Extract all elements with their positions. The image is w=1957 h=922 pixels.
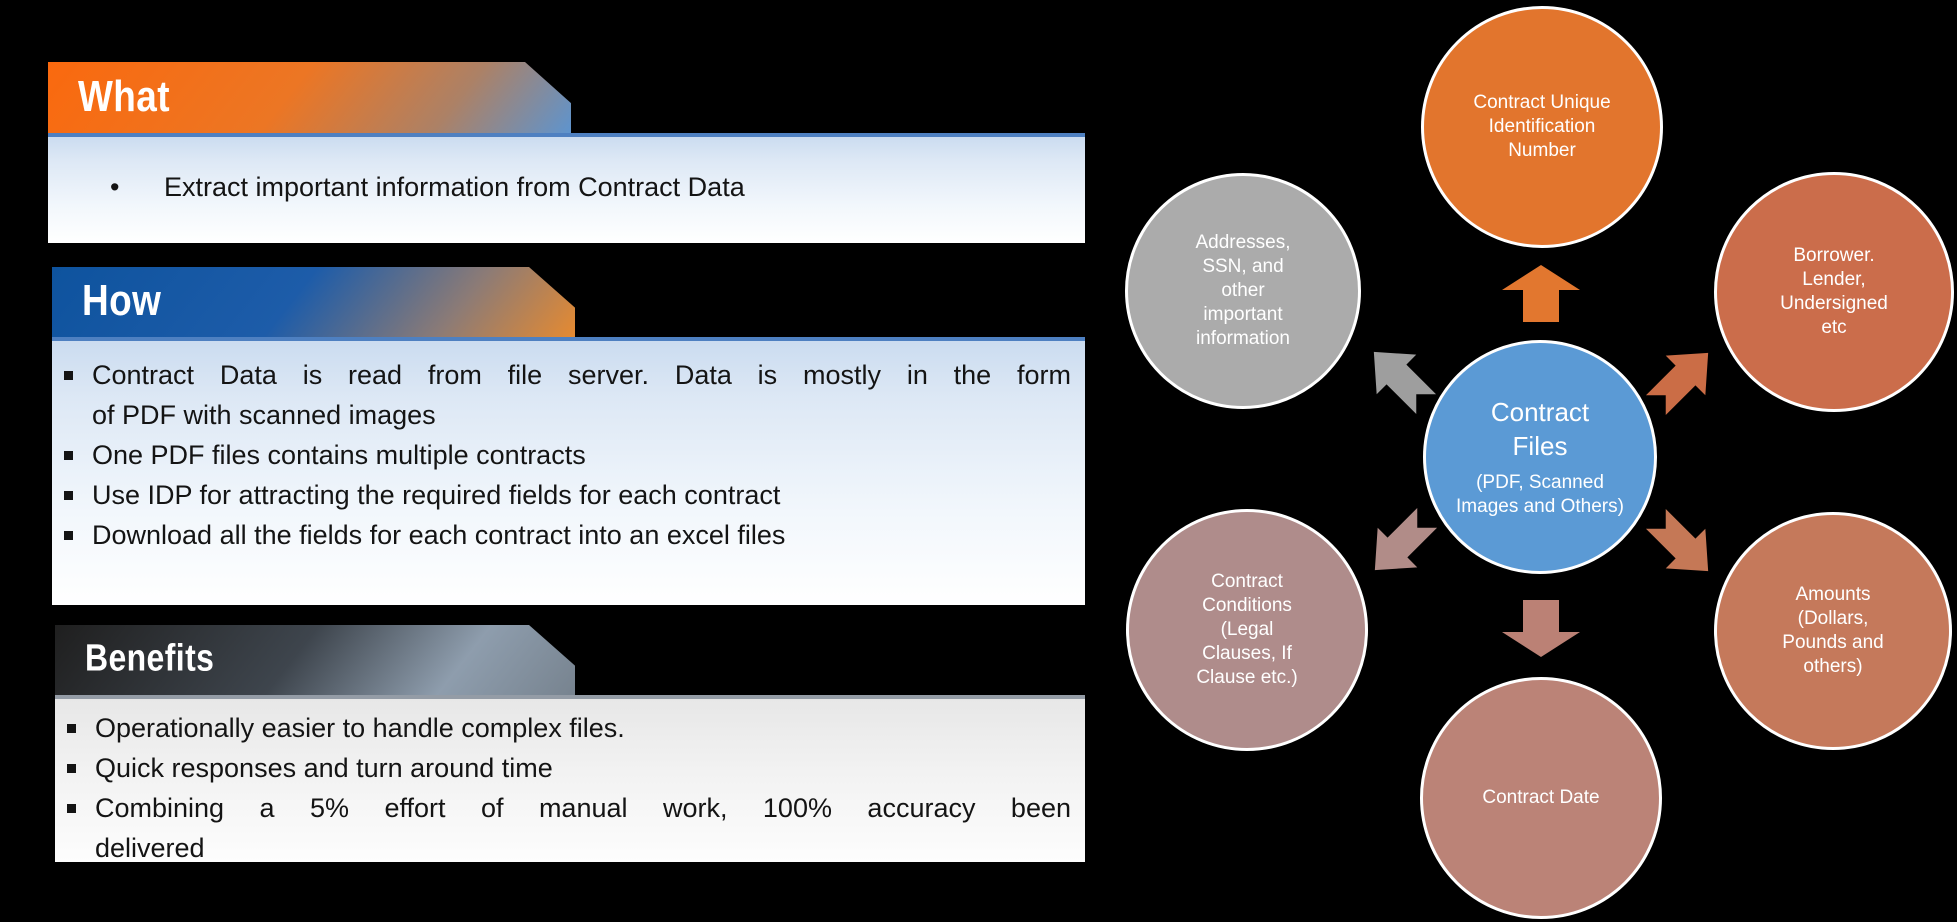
bullet-item: Quick responses and turn around time xyxy=(55,748,1085,788)
how-content-box: Contract Data is read from file server. … xyxy=(52,337,1085,605)
bullet-line: Download all the fields for each contrac… xyxy=(92,520,786,550)
bullet-line: Extract important information from Contr… xyxy=(164,172,745,202)
bullet-line: Quick responses and turn around time xyxy=(95,753,553,783)
diagram-node-amounts: Amounts (Dollars, Pounds and others) xyxy=(1714,512,1952,750)
arrow-down-icon xyxy=(1502,600,1580,657)
diagram-node-label: Amounts (Dollars, Pounds and others) xyxy=(1782,584,1884,677)
arrow-up-right-icon xyxy=(1645,352,1709,416)
diagram-hub-subtitle: (PDF, Scanned Images and Others) xyxy=(1456,472,1624,517)
diagram-node-label: Contract Conditions (Legal Clauses, If C… xyxy=(1196,571,1298,688)
benefits-section-title: Benefits xyxy=(85,637,215,680)
arrow-down-right-icon xyxy=(1645,508,1709,572)
bullet-line: One PDF files contains multiple contract… xyxy=(92,440,586,470)
what-section-title: What xyxy=(78,71,171,121)
how-section-title: How xyxy=(82,276,162,325)
bullet-item: Use IDP for attracting the required fiel… xyxy=(52,475,1085,515)
diagram-node-contract-conditions: Contract Conditions (Legal Clauses, If C… xyxy=(1126,509,1368,751)
arrow-down-left-icon xyxy=(1374,507,1438,571)
bullet-item: Combining a 5% effort of manual work, 10… xyxy=(55,788,1085,868)
what-content-box: Extract important information from Contr… xyxy=(48,133,1085,243)
arrow-up-left-icon xyxy=(1373,351,1437,415)
diagram-node-label: Contract Date xyxy=(1482,787,1600,808)
diagram-hub-title: Contract Files xyxy=(1490,397,1590,461)
benefits-section-header: Benefits xyxy=(55,625,575,695)
bullet-line: Use IDP for attracting the required fiel… xyxy=(92,480,781,510)
diagram-hub-contract-files: Contract Files (PDF, Scanned Images and … xyxy=(1423,340,1657,574)
arrow-up-icon xyxy=(1502,265,1580,322)
how-bullet-list: Contract Data is read from file server. … xyxy=(52,341,1085,555)
diagram-node-borrower-lender: Borrower. Lender, Undersigned etc xyxy=(1714,172,1954,412)
diagram-node-label: Addresses, SSN, and other important info… xyxy=(1195,232,1291,349)
what-section-header: What xyxy=(48,62,571,133)
benefits-bullet-list: Operationally easier to handle complex f… xyxy=(55,699,1085,868)
diagram-node-addresses-ssn: Addresses, SSN, and other important info… xyxy=(1125,173,1361,409)
bullet-line: Contract Data is read from file server. … xyxy=(92,360,1071,390)
bullet-item: Download all the fields for each contrac… xyxy=(52,515,1085,555)
diagram-node-label: Borrower. Lender, Undersigned etc xyxy=(1780,245,1888,338)
how-section-header: How xyxy=(52,267,575,337)
bullet-line: of PDF with scanned images xyxy=(92,400,436,430)
bullet-item: One PDF files contains multiple contract… xyxy=(52,435,1085,475)
diagram-node-label: Contract Unique Identification Number xyxy=(1473,92,1611,161)
bullet-line: delivered xyxy=(95,833,205,863)
diagram-node-contract-id: Contract Unique Identification Number xyxy=(1421,6,1663,248)
what-bullet-list: Extract important information from Contr… xyxy=(48,137,1085,207)
bullet-item: Contract Data is read from file server. … xyxy=(52,355,1085,435)
diagram-node-contract-date: Contract Date xyxy=(1420,677,1662,919)
bullet-item: Extract important information from Contr… xyxy=(48,167,1085,207)
bullet-line: Operationally easier to handle complex f… xyxy=(95,713,625,743)
bullet-line: Combining a 5% effort of manual work, 10… xyxy=(95,793,1071,823)
bullet-item: Operationally easier to handle complex f… xyxy=(55,708,1085,748)
benefits-content-box: Operationally easier to handle complex f… xyxy=(55,695,1085,863)
